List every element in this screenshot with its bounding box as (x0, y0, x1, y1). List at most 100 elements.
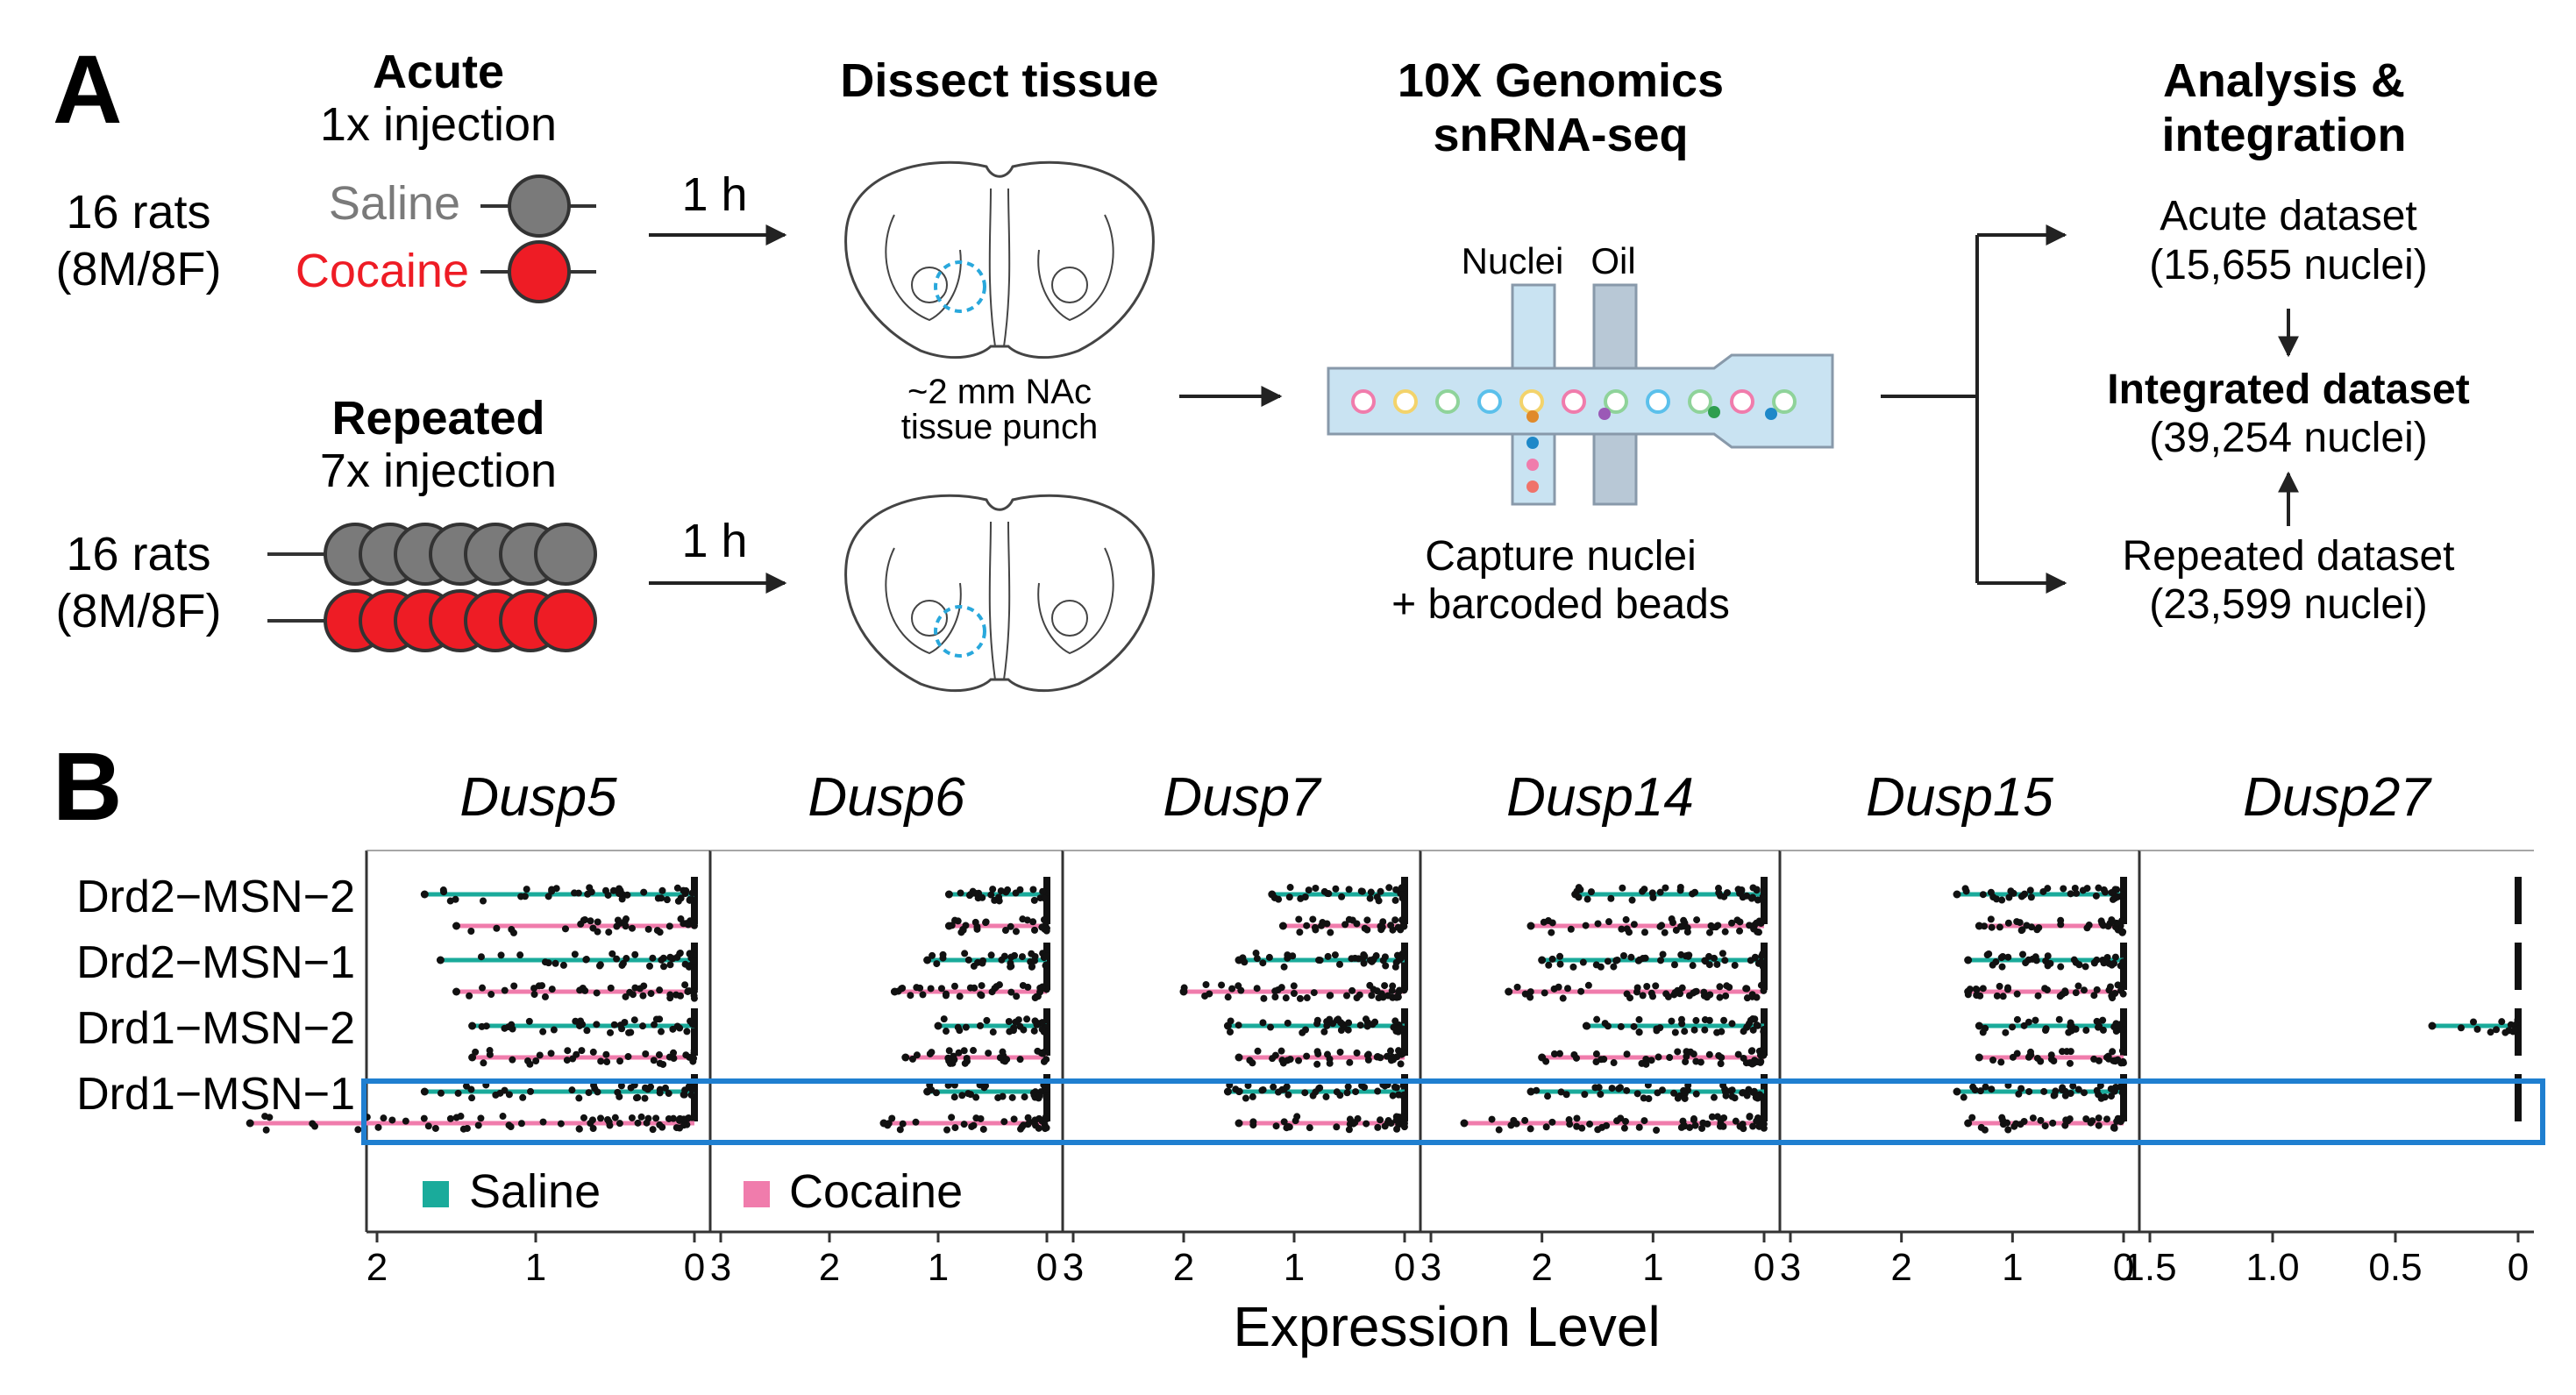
expression-dot (431, 1124, 439, 1132)
expression-dot (1301, 1089, 1309, 1097)
expression-dot (943, 1126, 951, 1134)
expression-dot (1593, 1015, 1601, 1023)
expression-dot (569, 1055, 577, 1063)
expression-dot (1284, 1122, 1292, 1130)
expression-dot (1259, 1019, 1267, 1027)
expression-dot (1327, 992, 1334, 1000)
expression-dot (2067, 1022, 2074, 1030)
x-tick-label: 1 (1642, 1246, 1663, 1289)
expression-dot (1289, 952, 1297, 960)
expression-dot (1042, 962, 1050, 970)
expression-dot (1988, 1085, 1996, 1093)
expression-dot (2071, 884, 2079, 892)
expression-dot (374, 1123, 382, 1131)
expression-dot (1356, 1021, 1364, 1029)
expression-dot (989, 1028, 997, 1036)
x-tick-label: 1 (928, 1246, 949, 1289)
expression-dot (2012, 1120, 2020, 1128)
expression-dot (1654, 1053, 1662, 1061)
expression-dot (2080, 986, 2088, 994)
expression-dot (1042, 1115, 1050, 1123)
x-tick-label: 2 (1173, 1246, 1194, 1289)
expression-dot (661, 1084, 669, 1092)
expression-dot (1749, 1122, 1757, 1130)
expression-dot (1719, 950, 1726, 957)
expression-dot (1395, 1091, 1403, 1099)
expression-dot (1975, 922, 1983, 930)
punch-label-line2: tissue punch (901, 408, 1099, 446)
expression-dot (2501, 1028, 2509, 1036)
expression-dot (1670, 961, 1678, 969)
expression-dot (524, 1057, 532, 1064)
expression-dot (2090, 959, 2098, 967)
expression-dot (530, 991, 538, 999)
expression-dot (621, 919, 629, 927)
repeated-saline-doses (324, 523, 597, 586)
expression-dot (1526, 1125, 1534, 1133)
nucleus-dot (1526, 459, 1539, 471)
expression-dot (1223, 1021, 1232, 1030)
expression-dot (1633, 984, 1641, 992)
expression-dot (1545, 961, 1553, 969)
zero-marker (1401, 943, 1408, 990)
expression-dot (468, 1021, 477, 1030)
zero-marker (691, 1008, 698, 1056)
expression-dot (1692, 987, 1700, 995)
expression-dot (1699, 1119, 1707, 1127)
expression-dot (1295, 915, 1303, 923)
expression-dot (1290, 982, 1298, 990)
expression-dot (962, 1023, 970, 1031)
expression-dot (1569, 963, 1577, 971)
expression-dot (1324, 952, 1332, 960)
expression-dot (1399, 1050, 1407, 1057)
expression-dot (647, 990, 655, 998)
expression-dot (1377, 1054, 1384, 1062)
expression-dot (2017, 1085, 2025, 1093)
expression-dot (2009, 1053, 2017, 1061)
expression-dot (2119, 1059, 2127, 1067)
genomics-title-line2: snRNA-seq (1433, 109, 1688, 161)
expression-dot (1016, 1056, 1024, 1064)
expression-dot (2511, 1026, 2519, 1034)
expression-dot (1658, 1086, 1666, 1094)
x-tick-label: 1 (1284, 1246, 1305, 1289)
expression-dot (942, 992, 950, 1000)
expression-dot (631, 950, 639, 958)
expression-dot (945, 1047, 953, 1055)
expression-dot (1608, 1085, 1616, 1093)
expression-dot (2032, 1016, 2039, 1024)
expression-dot (951, 1124, 959, 1132)
genomics-title-line1: 10X Genomics (1398, 54, 1724, 107)
expression-dot (597, 1057, 605, 1065)
expression-dot (1635, 1028, 1643, 1036)
expression-dot (1395, 988, 1403, 996)
expression-dot (1379, 957, 1387, 964)
expression-dot (1684, 952, 1692, 960)
legend-saline-swatch (423, 1181, 449, 1207)
expression-dot (1987, 888, 1995, 896)
expression-dot (1318, 922, 1326, 929)
expression-dot (1320, 1028, 1328, 1036)
expression-dot (1303, 1052, 1311, 1060)
expression-dot (2103, 954, 2111, 962)
expression-dot (2042, 1025, 2050, 1033)
expression-dot (610, 1021, 618, 1028)
expression-dot (420, 890, 429, 899)
expression-dot (2095, 1121, 2103, 1129)
highlight-box (361, 1078, 2545, 1145)
expression-dot (630, 1016, 638, 1024)
expression-dot (2029, 1114, 2037, 1122)
expression-dot (640, 888, 648, 896)
expression-dot (577, 920, 585, 928)
expression-dot (1333, 1123, 1341, 1131)
expression-dot (1653, 1027, 1661, 1035)
expression-dot (1007, 988, 1015, 996)
expression-dot (1982, 1024, 1989, 1032)
expression-dot (1722, 992, 1730, 1000)
expression-dot (2027, 893, 2035, 901)
expression-dot (940, 1015, 948, 1023)
expression-dot (1313, 1048, 1321, 1056)
expression-dot (971, 889, 979, 897)
zero-marker (2120, 1074, 2127, 1121)
expression-dot (1752, 1093, 1760, 1101)
